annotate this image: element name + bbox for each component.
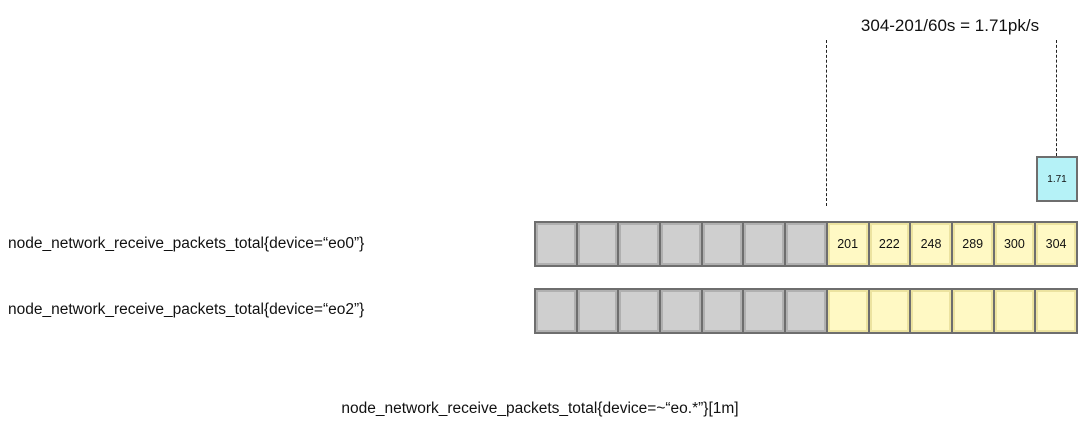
sample-cell-in-window: 304 [1036,223,1076,265]
rate-formula: 304-201/60s = 1.71pk/s [860,16,1040,35]
sample-cell-in-window: 300 [994,223,1035,265]
sample-cell-in-window [869,290,910,332]
series-label-eo2: node_network_receive_packets_total{devic… [8,301,365,318]
sample-cell-in-window [827,290,868,332]
range-vector-selector-caption: node_network_receive_packets_total{devic… [341,400,739,417]
sample-cell-in-window: 248 [911,223,951,265]
sample-cell-outside-window [536,290,576,332]
sample-cell-outside-window [702,223,743,265]
sample-cell-outside-window [744,290,785,332]
window-end-dashed-line [1056,40,1057,156]
sample-cell-outside-window [619,223,660,265]
rate-result-box: 1.71 [1036,156,1078,202]
sample-cell-outside-window [577,223,618,265]
sample-cell-outside-window [744,223,785,265]
sample-cell-outside-window [619,290,660,332]
sample-cell-outside-window [661,290,701,332]
sample-row-eo2 [534,288,1078,334]
sample-cell-outside-window [661,223,701,265]
sample-cell-in-window: 289 [952,223,993,265]
sample-cell-outside-window [786,290,826,332]
sample-cell-outside-window [786,223,826,265]
sample-cell-outside-window [536,223,576,265]
sample-cell-in-window [952,290,993,332]
sample-cell-in-window: 201 [827,223,868,265]
window-start-dashed-line [826,40,827,206]
sample-cell-outside-window [702,290,743,332]
series-label-eo0: node_network_receive_packets_total{devic… [8,235,365,252]
sample-cell-in-window: 222 [869,223,910,265]
sample-cell-outside-window [577,290,618,332]
sample-cell-in-window [994,290,1035,332]
sample-cell-in-window [1036,290,1076,332]
sample-cell-in-window [911,290,951,332]
